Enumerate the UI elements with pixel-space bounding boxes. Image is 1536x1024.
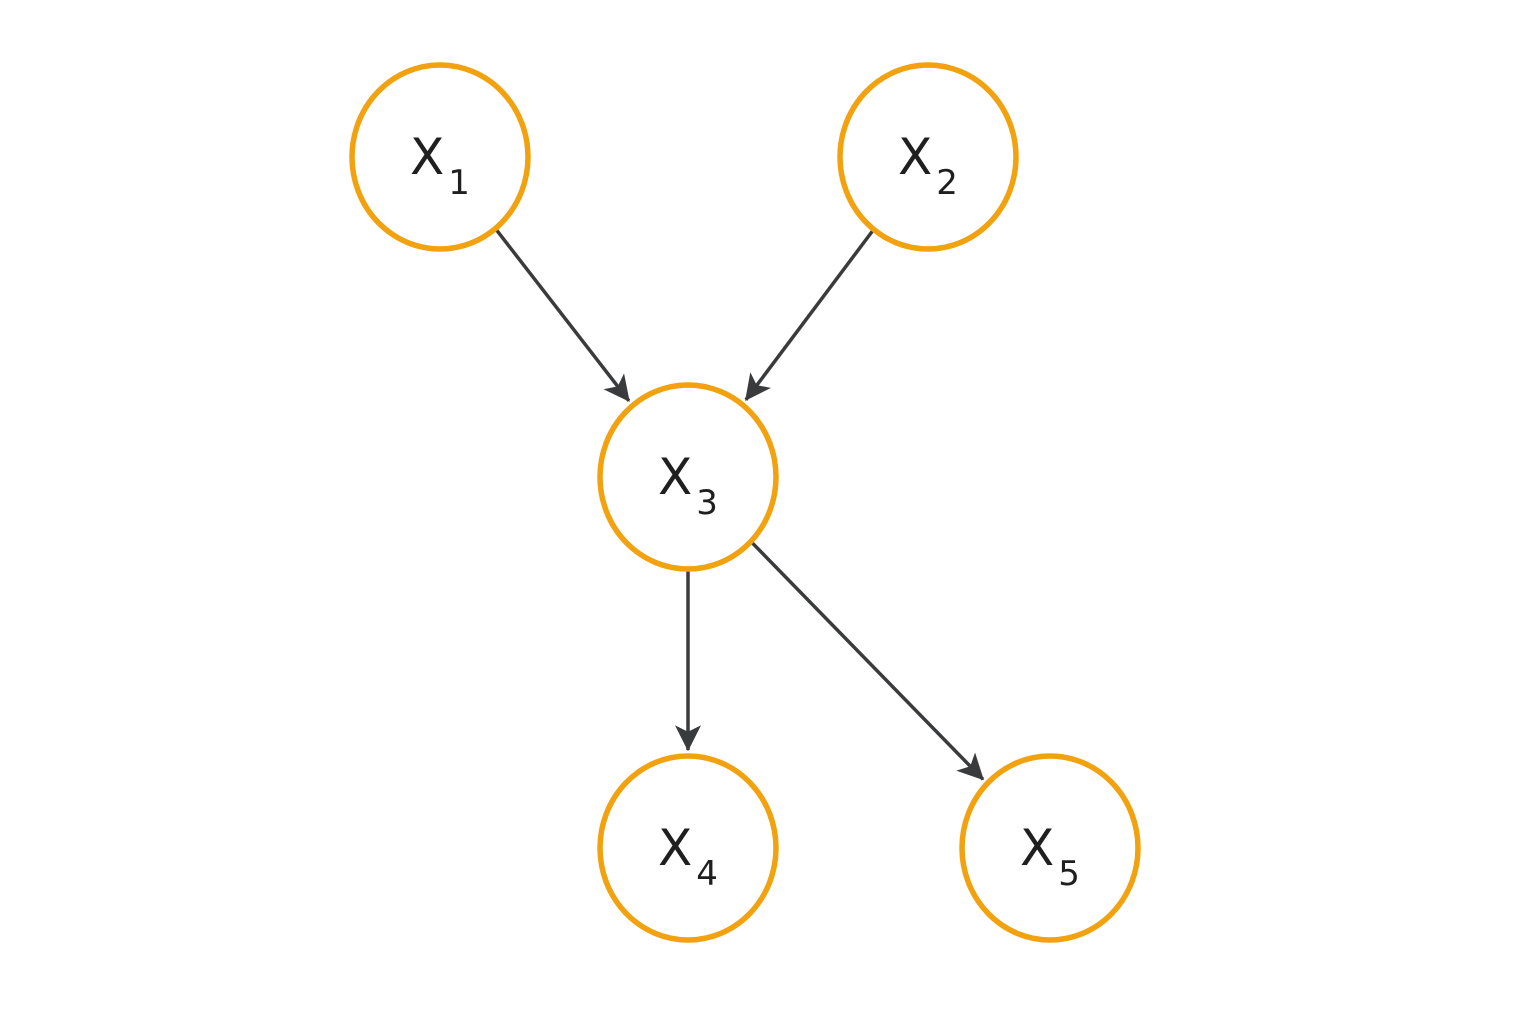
node-label-subscript: 3 [696, 483, 718, 523]
node-circle-x4 [597, 753, 779, 943]
node-circle-x2 [837, 62, 1019, 252]
node-label-subscript: 2 [936, 163, 958, 203]
node-label-main: X [1020, 819, 1054, 877]
edges-layer [495, 229, 985, 781]
node-label-subscript: 5 [1058, 854, 1080, 894]
edge-x3-to-x5 [750, 541, 985, 781]
node-label-subscript: 1 [448, 163, 470, 203]
edge-x2-to-x3 [744, 229, 874, 401]
node-circle-x5 [959, 753, 1141, 943]
node-label-main: X [898, 128, 932, 186]
node-label-subscript: 4 [696, 854, 718, 894]
node-label-main: X [658, 819, 692, 877]
node-circle-x3 [597, 382, 779, 572]
node-circle-x1 [349, 62, 531, 252]
node-label-main: X [410, 128, 444, 186]
node-label-main: X [658, 448, 692, 506]
edge-x1-to-x3 [495, 229, 631, 402]
